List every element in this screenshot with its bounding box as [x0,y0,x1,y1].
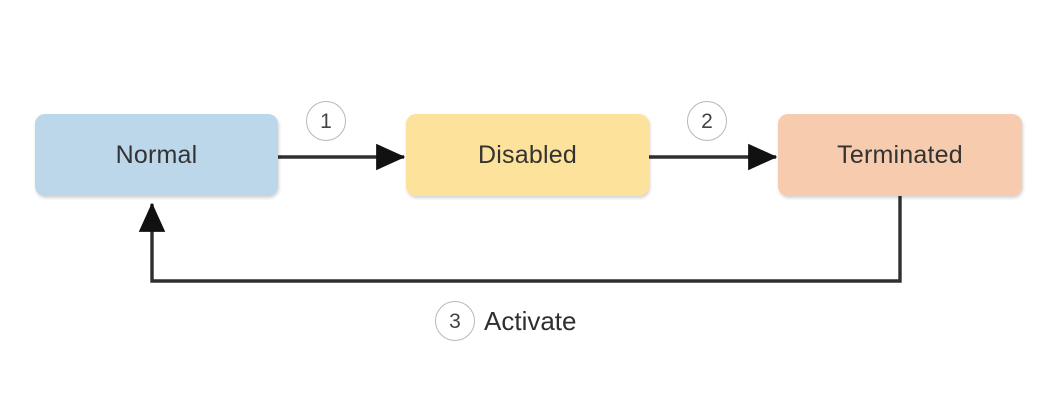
state-label-terminated: Terminated [837,140,963,169]
transition-badge-3-text: 3 [449,309,461,333]
state-node-terminated[interactable]: Terminated [778,114,1022,196]
transition-badge-2[interactable]: 2 [687,101,727,141]
transition-caption-activate: Activate [484,306,577,336]
edge-terminated-to-normal [138,196,902,283]
state-label-disabled: Disabled [478,140,577,169]
transition-badge-1-text: 1 [320,109,332,133]
transition-badge-2-text: 2 [701,109,713,133]
state-label-normal: Normal [115,140,198,169]
transition-badge-1[interactable]: 1 [306,101,346,141]
state-node-normal[interactable]: Normal [35,114,278,196]
state-node-disabled[interactable]: Disabled [406,114,649,196]
transition-badge-3[interactable]: 3 [435,301,475,341]
